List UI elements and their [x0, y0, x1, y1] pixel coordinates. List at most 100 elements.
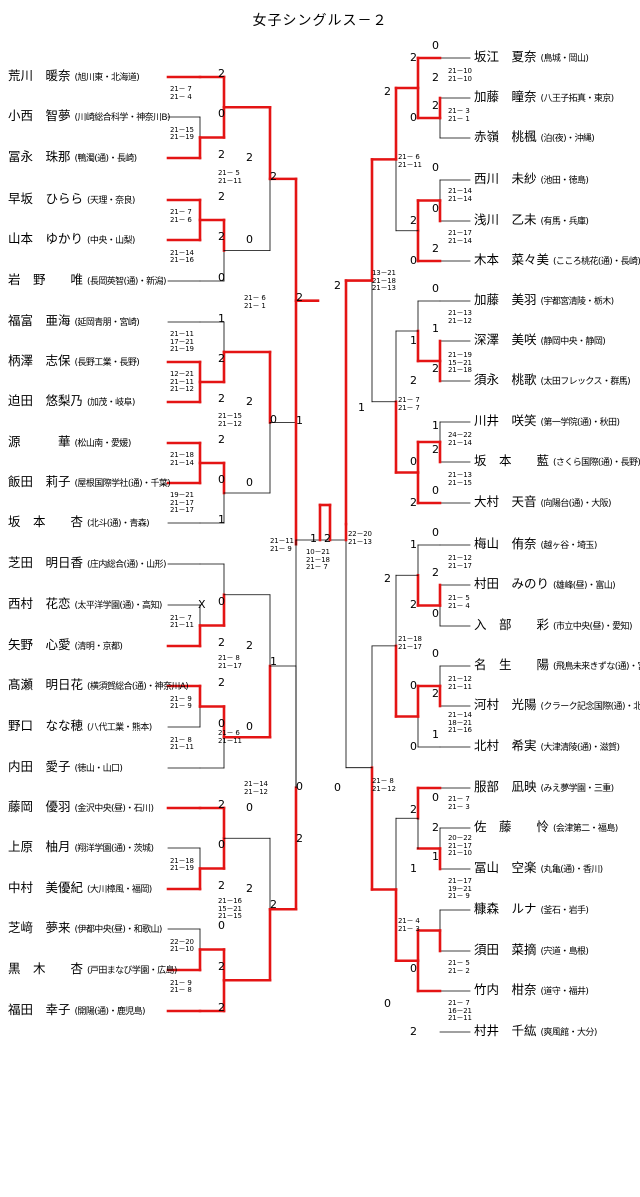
win-count: 1: [432, 419, 439, 432]
win-count: 0: [432, 647, 439, 660]
win-count: 1: [218, 312, 225, 325]
right-player-2: 加藤 瞳奈(八王子拓真・東京): [474, 90, 614, 106]
match-score: 21－ 8 21－17: [218, 654, 242, 670]
win-count: 2: [218, 636, 225, 649]
win-count: 0: [432, 607, 439, 620]
player-name: 村井 千紘: [474, 1023, 537, 1038]
player-affiliation: (雄峰(昼)・富山): [553, 581, 616, 591]
player-affiliation: (さくら国際(通)・長野): [553, 458, 640, 468]
left-player-22: 芝﨑 夢来(伊都中央(昼)・和歌山): [8, 921, 162, 937]
right-player-18: 北村 希実(大津清陵(通)・滋賀): [474, 739, 620, 755]
player-name: 福富 亜海: [8, 313, 71, 328]
player-affiliation: (戸田まなび学園・広島): [87, 966, 177, 976]
match-score: 21－18 21－19: [170, 856, 194, 873]
right-player-9: 須永 桃歌(太田フレックス・群馬): [474, 373, 631, 389]
right-player-10: 川井 咲笑(第一学院(通)・秋田): [474, 414, 620, 430]
player-name: 迫田 悠梨乃: [8, 393, 84, 408]
player-affiliation: (池田・徳島): [540, 176, 589, 186]
right-player-16: 名 生 陽(飛鳥未来きずな(通)・宮城): [474, 658, 640, 674]
win-count: 2: [432, 443, 439, 456]
win-count: 2: [410, 214, 417, 227]
player-affiliation: (宍道・島根): [540, 947, 589, 957]
right-player-6: 木本 菜々美(こころ桃花(通)・長崎): [474, 253, 640, 269]
match-score: 21－ 3 21－ 1: [448, 107, 470, 123]
win-count: 2: [218, 230, 225, 243]
player-affiliation: (庄内総合(通)・山形): [87, 560, 166, 570]
match-score: 21－12 21－17: [448, 554, 472, 570]
left-player-9: 迫田 悠梨乃(加茂・岐阜): [8, 394, 135, 410]
win-count: 2: [218, 676, 225, 689]
player-name: 柄澤 志保: [8, 353, 71, 368]
match-score: 21－14 21－16: [170, 248, 194, 265]
page-title: 女子シングルス－２: [252, 13, 388, 29]
left-player-7: 福富 亜海(延岡青朋・宮崎): [8, 313, 140, 330]
match-score: 21－14 18－21 21－16: [448, 711, 472, 735]
left-player-8: 柄澤 志保(長野工業・長野): [8, 353, 140, 370]
player-affiliation: (中央・山梨): [87, 236, 135, 246]
player-name: 深澤 美咲: [474, 332, 537, 347]
player-affiliation: (八代工業・熊本): [87, 723, 152, 733]
match-score: 21－ 7 21－ 3: [448, 795, 470, 811]
player-name: 髙瀬 明日花: [8, 677, 84, 692]
player-name: 中村 美優紀: [8, 880, 84, 895]
player-affiliation: (第一学院(通)・秋田): [540, 418, 620, 428]
player-affiliation: (大津清陵(通)・滋賀): [540, 743, 620, 753]
player-affiliation: (静岡中央・静岡): [540, 337, 606, 347]
match-score: 22－20 21－10: [170, 937, 194, 954]
win-count: 0: [410, 740, 417, 753]
player-affiliation: (有馬・兵庫): [540, 217, 589, 227]
win-count: 1: [432, 850, 439, 863]
player-name: 河村 光陽: [474, 697, 537, 712]
win-count: 0: [432, 484, 439, 497]
win-count: 2: [246, 882, 253, 895]
match-score: 21－14 21－14: [448, 187, 472, 203]
win-count: 2: [384, 85, 391, 98]
player-name: 坂江 夏奈: [474, 49, 537, 64]
right-player-17: 河村 光陽(クラーク記念国際(通)・北海道): [474, 698, 640, 714]
right-player-4: 西川 未紗(池田・徳島): [474, 172, 589, 188]
win-count: 0: [432, 161, 439, 174]
player-name: 内田 愛子: [8, 759, 71, 774]
player-name: 小西 智夢: [8, 108, 71, 123]
player-name: 岩 野 唯: [8, 272, 84, 287]
left-player-23: 黒 木 杏(戸田まなび学園・広島): [8, 962, 177, 978]
win-count: 1: [218, 513, 225, 526]
left-player-21: 中村 美優紀(大川樟風・福岡): [8, 881, 152, 897]
win-count: 2: [218, 960, 225, 973]
match-score: 21－15 21－12: [218, 412, 242, 428]
right-player-19: 服部 凪映(みえ夢学園・三重): [474, 780, 614, 796]
left-player-13: 芝田 明日香(庄内総合(通)・山形): [8, 556, 166, 572]
win-count: 2: [246, 639, 253, 652]
win-count: 0: [218, 107, 225, 120]
player-name: 早坂 ひらら: [8, 191, 84, 206]
match-score: 21－16 15－21 21－15: [218, 897, 242, 921]
win-count: 2: [384, 572, 391, 585]
win-count: 0: [432, 791, 439, 804]
left-player-6: 岩 野 唯(長岡英智(通)・新潟): [8, 273, 166, 289]
player-name: 加藤 美羽: [474, 292, 537, 307]
player-name: 矢野 心愛: [8, 637, 71, 652]
win-count: 2: [296, 291, 303, 304]
win-count: 2: [218, 1001, 225, 1014]
win-count: 1: [296, 414, 303, 427]
player-name: 上原 柚月: [8, 839, 71, 854]
player-name: 坂 本 杏: [8, 514, 84, 529]
win-count: 0: [334, 781, 341, 794]
match-score: 21－15 21－19: [170, 125, 194, 142]
win-count: 2: [432, 566, 439, 579]
match-score: 13－21 21－18 21－13: [372, 269, 396, 293]
match-score: 19－21 21－17 21－17: [170, 491, 194, 515]
win-count: 2: [218, 392, 225, 405]
win-count: 2: [270, 898, 277, 911]
match-score: 21－12 21－11: [448, 675, 472, 691]
left-player-5: 山本 ゆかり(中央・山梨): [8, 232, 135, 248]
player-affiliation: (伊都中央(昼)・和歌山): [74, 925, 163, 935]
player-affiliation: (越ヶ谷・埼玉): [540, 541, 598, 551]
match-score: 21－ 8 21－11: [170, 735, 194, 752]
match-score: 21－11 21－ 9: [270, 537, 294, 553]
match-score: 20－22 21－17 21－10: [448, 834, 472, 858]
right-player-1: 坂江 夏奈(鳥城・岡山): [474, 49, 589, 66]
win-count: 2: [270, 170, 277, 183]
win-count: 0: [246, 720, 253, 733]
win-count: 1: [410, 862, 417, 875]
